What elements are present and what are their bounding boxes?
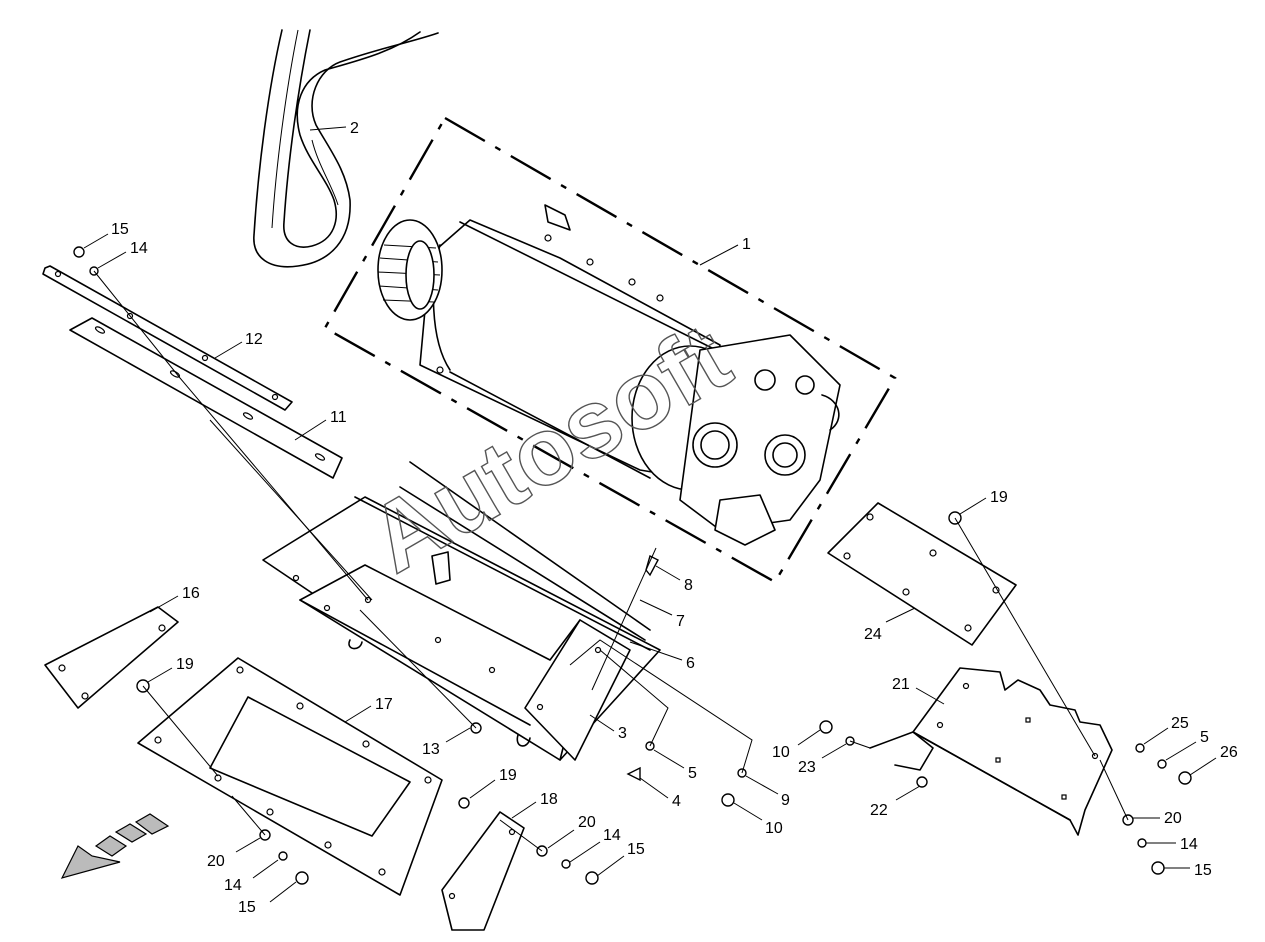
callout-13: 13	[422, 741, 440, 758]
callout-15-right: 15	[1194, 862, 1212, 879]
floor-panel	[137, 657, 443, 896]
callout-3: 3	[618, 725, 627, 742]
pulley-fins	[377, 219, 443, 321]
callout-7: 7	[676, 613, 685, 630]
callout-19-left: 19	[176, 656, 194, 673]
bracket-strip	[42, 265, 293, 411]
mount-bracket	[869, 667, 1113, 836]
callout-18: 18	[540, 791, 558, 808]
callout-20-left: 20	[207, 853, 225, 870]
engine-tray	[262, 461, 661, 761]
callout-24: 24	[864, 626, 882, 643]
callout-14-bottomleft: 14	[224, 877, 242, 894]
callout-14-bottomcenter: 14	[603, 827, 621, 844]
callout-11: 11	[330, 409, 347, 426]
drive-belt	[253, 29, 439, 268]
front-direction-arrow	[60, 813, 170, 879]
callout-5-right: 5	[1200, 729, 1209, 746]
callout-15-bottomcenter: 15	[627, 841, 645, 858]
callout-14-topleft: 14	[130, 240, 148, 257]
callout-19-bottom: 19	[499, 767, 517, 784]
engine-assembly	[323, 116, 897, 584]
callout-14-right: 14	[1180, 836, 1198, 853]
callout-15-topleft: 15	[111, 221, 129, 238]
callout-6: 6	[686, 655, 695, 672]
side-shield-left	[44, 606, 179, 709]
seal-strip	[69, 317, 343, 479]
callout-21: 21	[892, 676, 910, 693]
callout-20-right: 20	[1164, 810, 1182, 827]
callout-1: 1	[742, 236, 751, 253]
callout-25: 25	[1171, 715, 1189, 732]
callout-20-center: 20	[578, 814, 596, 831]
callout-10-lower: 10	[765, 820, 783, 837]
assembly-lines	[93, 270, 1129, 852]
callout-2: 2	[350, 120, 359, 137]
callout-9: 9	[781, 792, 790, 809]
callout-5-left: 5	[688, 765, 697, 782]
callout-8: 8	[684, 577, 693, 594]
callout-19-right: 19	[990, 489, 1008, 506]
callout-26: 26	[1220, 744, 1238, 761]
callout-16: 16	[182, 585, 200, 602]
side-shield-lower	[441, 811, 525, 931]
callout-4: 4	[672, 793, 681, 810]
callout-23: 23	[798, 759, 816, 776]
callout-12: 12	[245, 331, 263, 348]
callout-10-upper: 10	[772, 744, 790, 761]
callout-22: 22	[870, 802, 888, 819]
callouts: 1 2 3 4 5 5 6 7 8 9 10 10 11	[83, 120, 1238, 916]
callout-17: 17	[375, 696, 393, 713]
access-panel-right	[827, 502, 1017, 646]
callout-15-bottomleft: 15	[238, 899, 256, 916]
